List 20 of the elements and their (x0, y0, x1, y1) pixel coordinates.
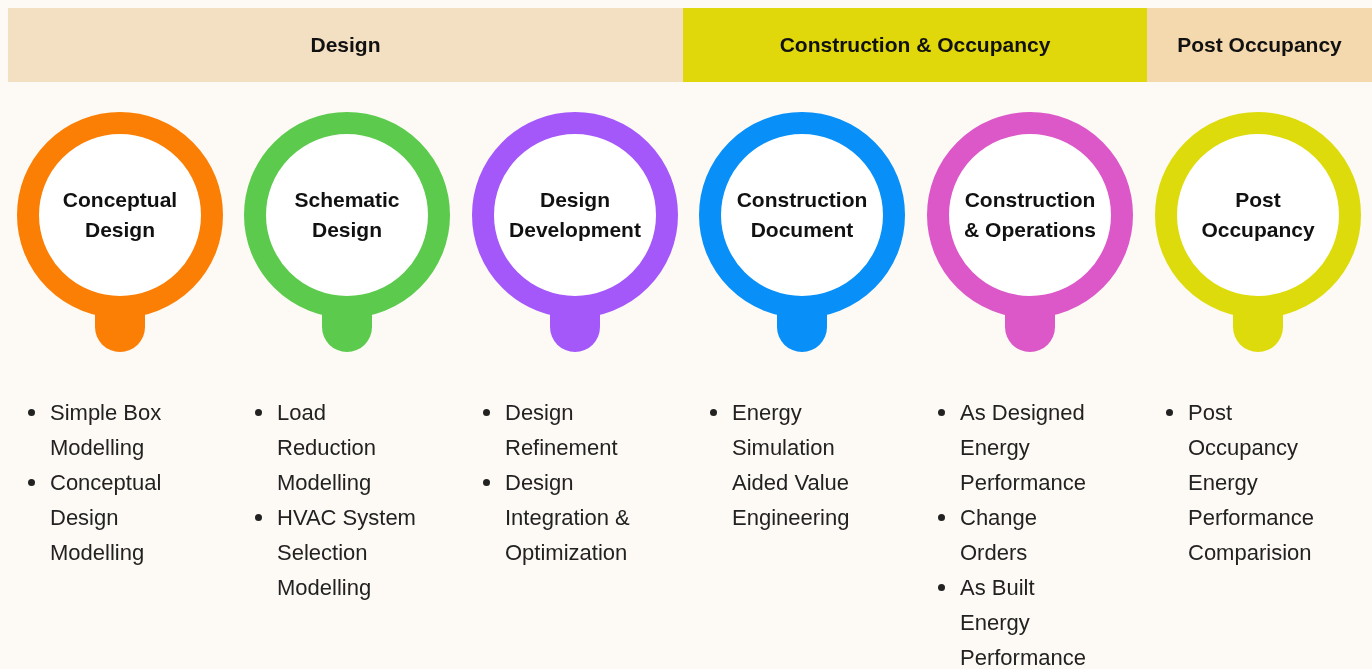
bullet-text: Simple Box Modelling (50, 399, 163, 462)
bullet-text: Design Refinement (505, 399, 619, 462)
stage-title: Schematic Design (293, 187, 401, 243)
stage-title: Construction Document (735, 187, 869, 243)
phase-band: Design (8, 8, 683, 82)
stage-title: Post Occupancy (1200, 187, 1316, 243)
bullet-text: As Designed Energy Performance (960, 399, 1087, 497)
phase-band: Post Occupancy (1147, 8, 1372, 82)
bullet-text: As Built Energy Performance (960, 574, 1087, 669)
stage-title: Conceptual Design (61, 187, 179, 243)
stage-title: Construction & Operations (963, 187, 1097, 243)
phase-band: Construction & Occupancy (683, 8, 1147, 82)
bullet-text: HVAC System Selection Modelling (277, 504, 417, 602)
bullet-text: Energy Simulation Aided Value Engineering (732, 399, 851, 532)
bullet-text: Conceptual Design Modelling (50, 469, 163, 567)
bullet-text: Change Orders (960, 504, 1039, 567)
bullet-text: Design Integration & Optimization (505, 469, 631, 567)
stage-title: Design Development (508, 187, 642, 243)
bullet-text: Post Occupancy Energy Performance Comparision (1188, 399, 1315, 567)
bullet-text: Load Reduction Modelling (277, 399, 378, 497)
